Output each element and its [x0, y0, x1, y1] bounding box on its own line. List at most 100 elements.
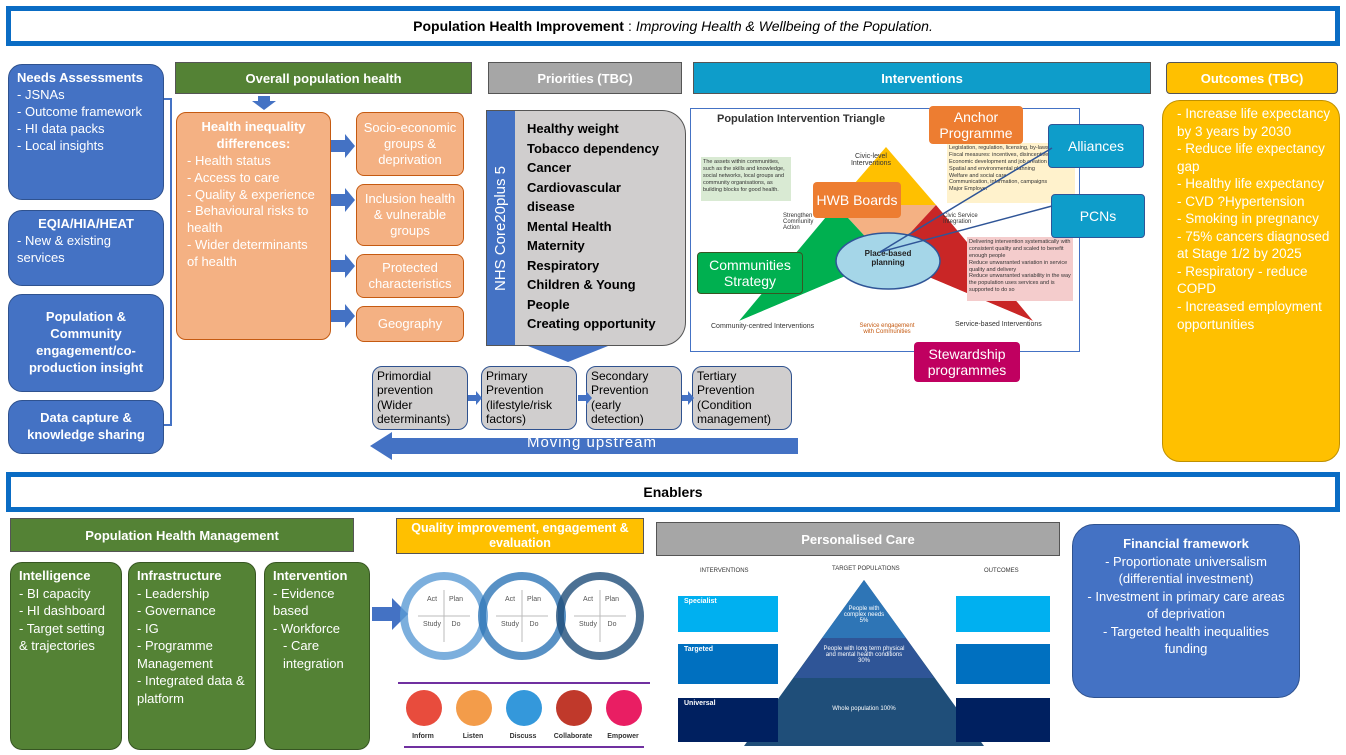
intervention-item: Evidence based — [273, 585, 361, 620]
pc-pyramid — [678, 580, 1050, 746]
civic-label: Civic-level Interventions — [850, 153, 892, 167]
eqia-box: EQIA/HIA/HEAT New & existing services — [8, 210, 164, 286]
pdsa-cycle — [556, 572, 644, 660]
right-list: Delivering intervention systematically w… — [969, 239, 1071, 294]
priorities-list: Healthy weight Tobacco dependency Cancer… — [527, 119, 659, 334]
intervention-triangle-panel: Population Intervention Triangle Civic-l… — [690, 108, 1080, 352]
pc-tier2: People with long term physical and menta… — [823, 646, 905, 664]
data-capture-title: Data capture & knowledge sharing — [27, 410, 145, 442]
top-list-item: Spatial and environmental planning — [949, 165, 1035, 172]
top-list-item: Fiscal measures: incentives, disincentiv… — [949, 151, 1052, 158]
engage-discuss: Discuss — [509, 733, 537, 740]
infrastructure-item: Programme Management — [137, 637, 247, 672]
group-geography: Geography — [356, 306, 464, 342]
inequality-item: - Access to care — [187, 169, 280, 185]
infrastructure-box: Infrastructure Leadership Governance IG … — [128, 562, 256, 750]
outcome-item: - Smoking in pregnancy — [1177, 211, 1319, 227]
pdsa-labels-1: Act Plan Study Do — [420, 596, 468, 628]
inequality-item: - Quality & experience — [187, 186, 315, 202]
pc-tier3: Whole population 100% — [832, 706, 896, 712]
needs-item: HI data packs — [17, 121, 155, 138]
right-list-item: Reduce unwarranted variation in service … — [969, 259, 1068, 273]
personalised-care-graphic: INTERVENTIONS TARGET POPULATIONS OUTCOME… — [672, 566, 1056, 750]
top-list-item: Welfare and social care — [949, 172, 1007, 179]
priority-item: Mental Health — [527, 218, 612, 234]
pdsa-do: Do — [451, 621, 461, 628]
pc-targeted: Targeted — [684, 646, 714, 653]
upstream-arrow — [370, 432, 798, 460]
pdsa-act: Act — [504, 596, 516, 603]
engagement-axis — [404, 746, 644, 748]
needs-item: Outcome framework — [17, 104, 155, 121]
engage-inform: Inform — [412, 733, 434, 740]
group-socio-economic: Socio-economic groups & deprivation — [356, 112, 464, 176]
priorities-down-arrow — [528, 346, 608, 362]
pdsa-act: Act — [426, 596, 438, 603]
pc-col-mid: TARGET POPULATIONS — [832, 566, 900, 572]
infrastructure-item: Governance — [137, 602, 247, 620]
top-banner: Population Health Improvement : Improvin… — [6, 6, 1340, 46]
priorities-vertical-band: NHS Core20plus 5 — [487, 111, 515, 345]
intervention-box: Intervention Evidence based Workforce - … — [264, 562, 370, 750]
inequality-title: Health inequality differences: — [201, 119, 306, 151]
communities-strategy-pill: Communities Strategy — [697, 252, 803, 294]
eqia-title: EQIA/HIA/HEAT — [38, 216, 134, 231]
phm-arrow — [372, 598, 408, 630]
priorities-box: NHS Core20plus 5 Healthy weight Tobacco … — [486, 110, 686, 346]
pdsa-plan: Plan — [448, 596, 463, 603]
intervention-sub: - Care integration — [283, 638, 344, 671]
intelligence-item: HI dashboard — [19, 602, 113, 620]
prevention-tertiary: Tertiary Prevention (Condition managemen… — [692, 366, 792, 430]
upstream-label: Moving upstream — [526, 434, 658, 451]
financial-title: Financial framework — [1123, 536, 1249, 551]
priority-item: Healthy weight — [527, 121, 619, 136]
intelligence-item: Target setting & trajectories — [19, 620, 113, 655]
community-label: Community-centred Interventions — [711, 323, 815, 330]
triangle-graphic — [701, 143, 1075, 321]
enablers-banner: Enablers — [6, 472, 1340, 512]
outcome-item: - 75% cancers diagnosed at Stage 1/2 by … — [1177, 228, 1330, 262]
pdsa-plan: Plan — [526, 596, 541, 603]
pdsa-study: Study — [423, 621, 441, 628]
pdsa-study: Study — [579, 621, 597, 628]
banner-sep: : — [627, 18, 632, 34]
strengthen-label: Strengthen Community Action — [783, 213, 814, 231]
alliances-pill: Alliances — [1048, 124, 1144, 168]
top-list: Legislation, regulation, licensing, by-l… — [949, 145, 1073, 193]
top-list-item: Economic development and job creation — [949, 158, 1047, 165]
right-list-item: Delivering intervention systematically w… — [969, 239, 1071, 259]
priorities-header: Priorities (TBC) — [488, 62, 682, 94]
interventions-header: Interventions — [693, 62, 1151, 94]
right-list-item: Reduce unwarranted variability in the wa… — [969, 273, 1071, 294]
overall-population-health-header: Overall population health — [175, 62, 472, 94]
hwb-boards-pill: HWB Boards — [813, 182, 901, 218]
population-engagement-title: Population & Community engagement/co-pro… — [28, 309, 144, 375]
engage-empower: Empower — [607, 733, 639, 740]
service-engagement-label: Service engagement with Communities — [859, 323, 915, 335]
engage-listen: Listen — [462, 733, 484, 740]
anchor-programme-pill: Anchor Programme — [929, 106, 1023, 144]
phm-header: Population Health Management — [10, 518, 354, 552]
population-engagement-box: Population & Community engagement/co-pro… — [8, 294, 164, 392]
priority-item: Tobacco dependency — [527, 140, 659, 156]
pdsa-plan: Plan — [604, 596, 619, 603]
needs-title: Needs Assessments — [17, 70, 143, 85]
left-note: The assets within communities, such as t… — [703, 159, 785, 193]
inequality-item: - Behavioural risks to health — [187, 203, 309, 236]
top-list-item: Communication, information, campaigns — [949, 179, 1048, 186]
infrastructure-item: IG — [137, 620, 247, 638]
pc-col-left: INTERVENTIONS — [700, 568, 749, 574]
outcome-item: - Increase life expectancy by 3 years by… — [1177, 106, 1331, 139]
group-arrows — [331, 134, 355, 328]
needs-item: Local insights — [17, 138, 155, 155]
needs-assessments-box: Needs Assessments JSNAs Outcome framewor… — [8, 64, 164, 200]
priority-item: Cancer — [527, 160, 572, 175]
financial-item: - Proportionate universalism (differenti… — [1105, 553, 1267, 587]
outcome-item: - Reduce life expectancy gap — [1177, 141, 1325, 174]
pc-tier1: People with complex needs 5% — [843, 606, 885, 624]
prevention-primary: Primary Prevention (lifestyle/risk facto… — [481, 366, 577, 430]
pc-universal: Universal — [684, 700, 716, 707]
engagement-spectrum: Inform Listen Discuss Collaborate Empowe… — [398, 682, 650, 750]
outcomes-header: Outcomes (TBC) — [1166, 62, 1338, 94]
